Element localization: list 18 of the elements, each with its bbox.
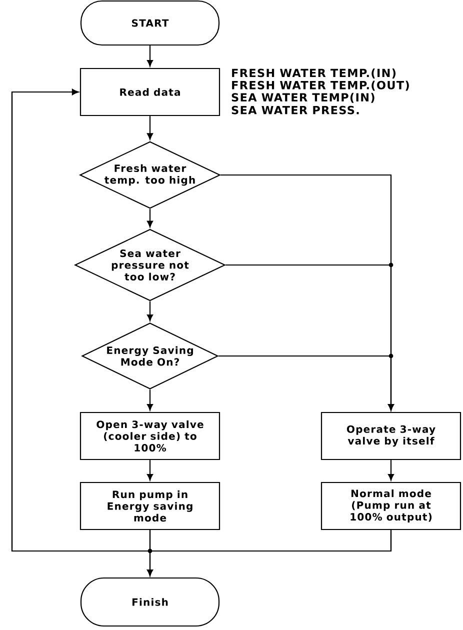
arrow [388, 460, 394, 481]
note-text: SEA WATER TEMP(IN) [232, 92, 374, 103]
arrow [146, 460, 154, 481]
note-text: FRESH WATER TEMP.(OUT) [232, 80, 409, 91]
process-box: Operate 3-way valve by itself [320, 412, 462, 460]
arrow [146, 116, 154, 140]
note-text: SEA WATER PRESS. [232, 106, 359, 114]
arrow [146, 390, 154, 411]
arrow [11, 89, 392, 552]
process-box: Read data [80, 68, 220, 116]
arrow [146, 46, 154, 67]
arrow [146, 301, 154, 322]
note-text: FRESH WATER TEMP.(IN) [232, 68, 396, 78]
process-box: Normal mode (Pump run at 100% output) [320, 482, 462, 530]
arrow [218, 355, 394, 411]
process-box: Open 3-way valve (cooler side) to 100% [80, 412, 220, 460]
process-box: Run pump in Energy saving mode [80, 482, 220, 530]
arrow [146, 208, 154, 228]
